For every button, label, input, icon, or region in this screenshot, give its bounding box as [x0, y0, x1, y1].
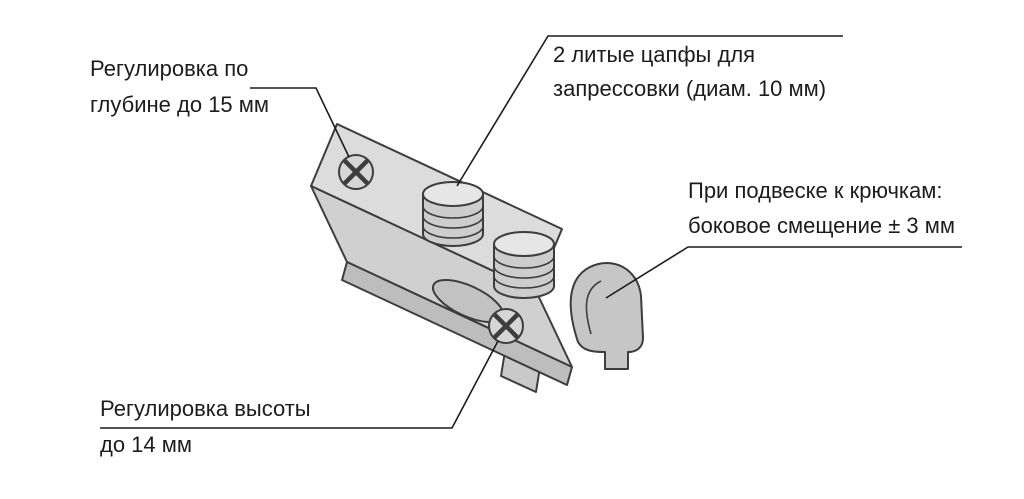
press-in-pin-2-top: [493, 231, 555, 257]
press-in-pin-2-thread: [493, 265, 555, 279]
callout-hook-line2: боковое смещение ± 3 мм: [688, 213, 955, 238]
callout-depth-line1: Регулировка по: [90, 56, 249, 81]
press-in-pin-1-thread: [422, 205, 484, 219]
callout-pins-line2: запрессовки (диам. 10 мм): [553, 76, 827, 101]
callout-pins-line1: 2 литые цапфы для: [553, 42, 756, 67]
press-in-pin-2-thread: [493, 255, 555, 269]
height-screw-cross-icon: [492, 312, 520, 340]
callout-hook-line1: При подвеске к крючкам:: [688, 178, 943, 203]
press-in-pin-1-body: [422, 193, 484, 247]
leader-line-height: [100, 340, 499, 429]
press-in-pin-2-body: [493, 243, 555, 299]
depth-screw-cross-icon: [342, 158, 370, 186]
hanging-hook-fold-line: [585, 280, 602, 335]
callout-height-line2: до 14 мм: [100, 432, 193, 457]
leader-line-depth: [250, 87, 350, 158]
leader-line-pins: [456, 35, 843, 187]
callout-depth-line2: глубине до 15 мм: [90, 92, 270, 117]
leader-line-hook: [605, 246, 962, 299]
press-in-pin-1-top: [422, 181, 484, 207]
press-in-pin-1-thread: [422, 225, 484, 239]
press-in-pin-1-thread: [422, 215, 484, 229]
press-in-pin-2-thread: [493, 275, 555, 289]
callout-height-line1: Регулировка высоты: [100, 396, 311, 421]
hanging-hook: [569, 262, 644, 370]
